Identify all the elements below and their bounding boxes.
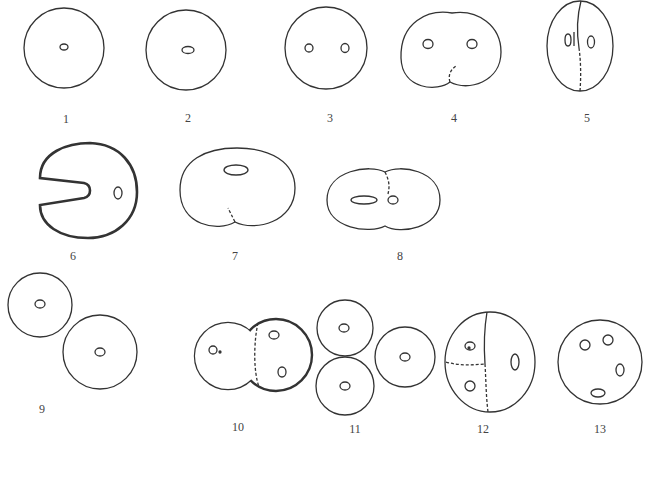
figure-number: 7 [232, 250, 238, 262]
cell-figure [285, 7, 367, 89]
figure-number: 8 [397, 250, 403, 262]
cell-figure [401, 12, 501, 87]
cell-figure [445, 312, 535, 412]
cell-figure [180, 148, 295, 226]
figure-number: 10 [232, 421, 244, 433]
figure-number: 3 [327, 112, 333, 124]
cell-figure [8, 273, 137, 389]
figure-number: 1 [63, 113, 69, 125]
cell-figure [24, 8, 104, 88]
cell-figure [316, 300, 435, 415]
cell-figure [40, 143, 137, 238]
cell-figure [195, 319, 312, 391]
figure-number: 5 [584, 112, 590, 124]
figure-number: 11 [349, 423, 361, 435]
cell-figure [558, 320, 642, 404]
cell-figure [547, 1, 613, 91]
cell-figure [146, 10, 226, 90]
figure-number: 12 [477, 423, 489, 435]
figure-number: 4 [451, 112, 457, 124]
figure-number: 13 [594, 423, 606, 435]
figure-number: 2 [185, 112, 191, 124]
figure-number: 6 [70, 250, 76, 262]
cell-figure [327, 169, 440, 230]
figure-number: 9 [39, 403, 45, 415]
